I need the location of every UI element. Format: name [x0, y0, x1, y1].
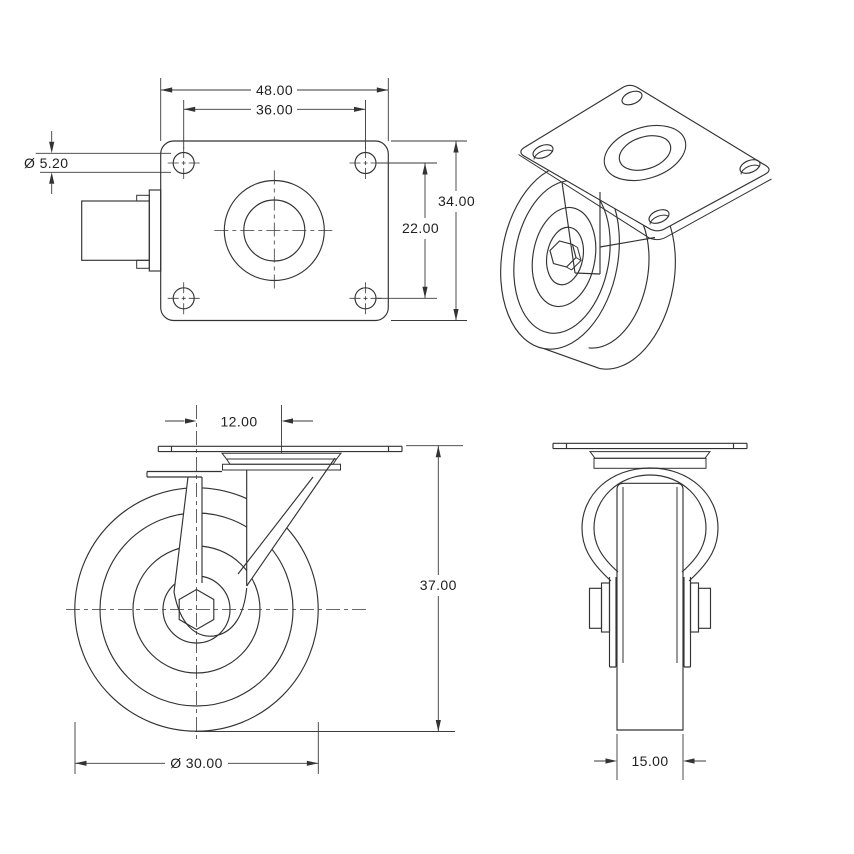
dim-swivel-offset-label: 12.00	[220, 414, 257, 430]
iso-hex-bolt	[549, 240, 582, 271]
dim-hole-diameter-label: Ø 5.20	[24, 155, 68, 171]
boss-outer-ellipse	[603, 124, 687, 182]
axle-nut	[697, 587, 712, 629]
side-view: 15.00	[552, 442, 748, 780]
swivel-housing	[593, 457, 707, 469]
bolt-hole	[648, 209, 670, 224]
dim-wheel-diameter-label: Ø 30.00	[170, 755, 223, 771]
boss-inner-ellipse	[618, 135, 672, 171]
dim-hole-spacing-horizontal: 36.00	[183, 100, 366, 149]
bolt-hole-rim	[649, 214, 670, 225]
dim-plate-width-label: 48.00	[256, 82, 293, 98]
raceway-upper-ring	[220, 452, 343, 460]
center-boss	[214, 170, 335, 291]
isometric-view	[500, 84, 772, 370]
fork-edge-strip	[148, 189, 162, 272]
mounting-plate-outline	[160, 140, 389, 322]
front-top-plate	[157, 445, 403, 453]
iso-plate-thickness-edge	[518, 154, 772, 241]
wheel-hub-inner-ring	[545, 226, 585, 286]
front-view: 12.00 37.00 Ø 30.00	[66, 405, 463, 774]
iso-center-boss	[603, 124, 687, 182]
dim-overall-height: 37.00	[195, 445, 463, 732]
bolt-hole-rim	[533, 149, 554, 160]
hub-tab-top	[136, 194, 150, 202]
dim-overall-height-label: 37.00	[420, 577, 457, 593]
top-view: 48.00 36.00 34.00 22.00 Ø 5.	[24, 78, 475, 322]
dim-hole-spacing-horizontal-label: 36.00	[256, 101, 293, 117]
bolt-hole-rim	[740, 164, 761, 175]
dim-wheel-width-label: 15.00	[631, 753, 668, 769]
bolt-hole	[532, 144, 554, 159]
bolt-hole	[739, 159, 761, 174]
dim-hole-spacing-vertical: 22.00	[377, 162, 439, 299]
yoke-outer-curve	[581, 467, 719, 582]
bolt-holes	[167, 147, 382, 315]
hex-bolt-depth	[566, 244, 582, 271]
yoke-arms	[608, 577, 692, 668]
dim-plate-height: 34.00	[391, 140, 475, 321]
hub-tab-bottom	[136, 259, 150, 269]
front-swivel-raceway	[220, 452, 343, 471]
side-wheel-outline	[616, 482, 684, 731]
yoke-inner-curve	[593, 474, 707, 573]
side-top-plate	[552, 442, 748, 450]
side-axle-hardware	[588, 582, 712, 633]
fork-top-ledge	[146, 470, 222, 478]
side-fork-yoke	[581, 467, 719, 668]
raceway-ring	[589, 451, 711, 459]
wheel-hub-ring	[531, 206, 597, 308]
dim-swivel-offset: 12.00	[165, 405, 313, 453]
raceway-lower-ring	[222, 463, 341, 471]
front-fork	[146, 457, 336, 637]
iso-mounting-plate	[520, 84, 770, 232]
dim-plate-height-label: 34.00	[438, 193, 475, 209]
dim-hole-spacing-vertical-label: 22.00	[402, 220, 439, 236]
bolt-hole	[621, 90, 643, 106]
iso-bolt-holes	[532, 90, 761, 225]
axle-bolt-head	[588, 587, 603, 629]
bolt-hole-centermarks	[167, 147, 382, 315]
axle-washer-left	[600, 582, 611, 633]
fork-arm-occluder	[174, 477, 202, 592]
dim-wheel-diameter: Ø 30.00	[74, 722, 319, 774]
iso-fork-leg	[561, 181, 656, 275]
fork-right-leg	[237, 457, 336, 587]
side-wheel-hub-lines	[622, 487, 678, 663]
front-hex-nut	[178, 588, 215, 631]
side-swivel-raceway	[589, 451, 711, 469]
fork-hub-boot	[173, 587, 248, 637]
fork-left-arm	[173, 476, 203, 593]
top-view-side-projection	[81, 189, 162, 272]
axle-washer-right	[689, 582, 700, 633]
boss-centermarks	[214, 170, 335, 291]
wheel-edge-outline	[81, 200, 150, 261]
dim-wheel-width: 15.00	[594, 734, 706, 780]
dim-plate-width: 48.00	[160, 78, 389, 141]
dim-hole-diameter: Ø 5.20	[24, 131, 171, 194]
